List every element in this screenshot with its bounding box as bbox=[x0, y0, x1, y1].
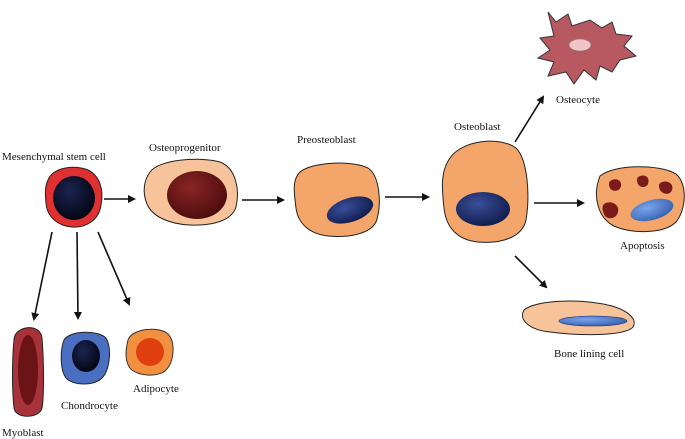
preosteoblast-cell bbox=[293, 162, 380, 237]
osteocyte-cell bbox=[536, 11, 638, 85]
label-apoptosis: Apoptosis bbox=[620, 240, 665, 252]
label-preosteoblast: Preosteoblast bbox=[297, 134, 356, 146]
labels: Mesenchymal stem cell Osteoprogenitor Pr… bbox=[2, 94, 665, 439]
arrow-msc-to-myoblast bbox=[31, 231, 53, 321]
label-bone-lining-cell: Bone lining cell bbox=[554, 348, 624, 360]
osteoprogenitor-cell bbox=[143, 158, 238, 226]
msc-cell bbox=[44, 166, 103, 228]
bone-lining-cell bbox=[522, 300, 635, 336]
adipocyte-cell bbox=[125, 328, 174, 376]
arrow-msc-to-adipocyte bbox=[97, 231, 131, 306]
arrows bbox=[31, 95, 585, 321]
label-osteocyte: Osteocyte bbox=[556, 94, 600, 106]
arrow-osteoblast-to-bone-lining bbox=[514, 255, 548, 289]
label-adipocyte: Adipocyte bbox=[133, 383, 179, 395]
label-mesenchymal-stem-cell: Mesenchymal stem cell bbox=[2, 151, 106, 163]
label-osteoprogenitor: Osteoprogenitor bbox=[149, 142, 221, 154]
osteoblast-cell bbox=[441, 140, 529, 243]
chondrocyte-cell bbox=[60, 331, 110, 385]
label-chondrocyte: Chondrocyte bbox=[61, 400, 118, 412]
arrow-osteoblast-to-osteocyte bbox=[514, 95, 545, 143]
arrow-msc-to-chondrocyte bbox=[73, 231, 82, 320]
label-myoblast: Myoblast bbox=[2, 427, 44, 439]
apoptosis-cell bbox=[596, 166, 685, 233]
label-osteoblast: Osteoblast bbox=[454, 121, 500, 133]
myoblast-cell bbox=[12, 327, 44, 417]
